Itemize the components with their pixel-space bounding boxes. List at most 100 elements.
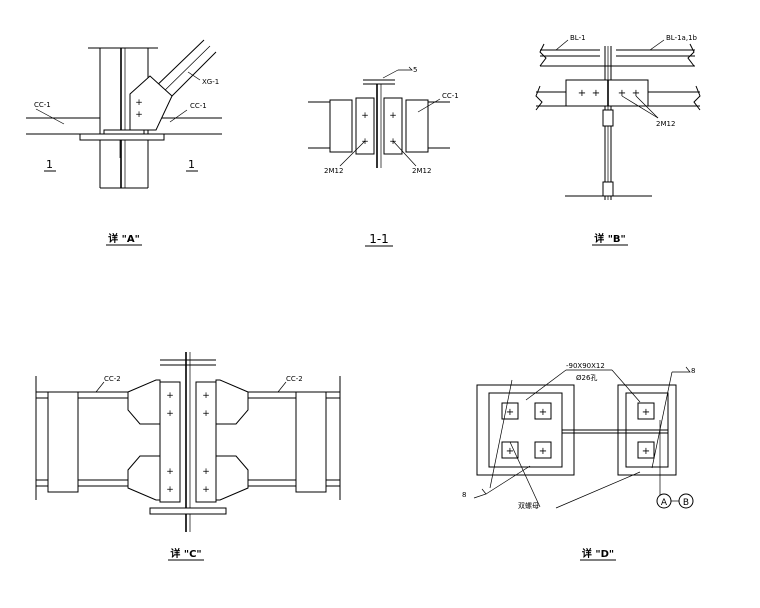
section-1-1: + + + + 2M12 2M12 CC-1 5 1-1: [308, 66, 459, 247]
label-plate: -90X90X12: [566, 362, 605, 370]
label-bolt-left: 2M12: [324, 167, 343, 175]
axis-label-b: B: [683, 498, 689, 508]
bolt-mark: +: [632, 88, 640, 99]
leader-brace: [187, 71, 201, 81]
bolt-mark: +: [202, 485, 210, 495]
caption-detail-d: 详 "D": [582, 547, 614, 560]
gusset-top-right: [215, 379, 249, 425]
brace-edge: [163, 51, 217, 105]
bolt-mark: +: [202, 467, 210, 477]
leader-bolt-right: [392, 140, 417, 167]
end-plate-right: [405, 99, 429, 153]
bolt-mark: +: [389, 111, 397, 121]
detail-d: + + + + + + A B -90X90X12 Ø26孔: [462, 362, 695, 561]
bolt-mark: +: [135, 98, 143, 108]
clip-angle-left: [159, 381, 181, 503]
bolt-mark: +: [166, 467, 174, 477]
cut-mark-right: 1: [188, 158, 195, 171]
label-hole: Ø26孔: [576, 374, 597, 382]
caption-detail-a: 详 "A": [108, 232, 140, 245]
beam-end-block-right: [295, 391, 327, 493]
bolt-mark: +: [166, 409, 174, 419]
label-weld-right: 8: [691, 367, 695, 375]
label-brace: XG-1: [202, 78, 219, 86]
gusset-plate: [129, 75, 173, 131]
label-bolt: 2M12: [656, 120, 675, 128]
seat-plate: [79, 133, 165, 141]
bolt-mark: +: [578, 88, 586, 99]
leader-beam-left: [555, 39, 569, 51]
washer-plate: [637, 402, 655, 420]
washer-plate: [501, 402, 519, 420]
weld-leader-right: [651, 371, 673, 469]
anchor-bolt-mark: +: [506, 407, 514, 418]
base-plate: [149, 507, 227, 515]
bolt-mark: +: [389, 137, 397, 147]
bolt-mark: +: [361, 111, 369, 121]
web-stiffener: [602, 109, 614, 127]
label-beam-left: BL-1: [570, 34, 586, 42]
axis-label-a: A: [661, 498, 668, 508]
label-bolt-right: 2M12: [412, 167, 431, 175]
base-plate-outer-left: [476, 384, 575, 476]
anchor-bolt-mark: +: [539, 446, 547, 457]
gusset-bottom-left: [127, 455, 161, 501]
label-weld: 5: [413, 66, 417, 74]
weld-flag-left: [473, 488, 487, 499]
weld-leader-left: [485, 465, 531, 495]
washer-plate: [534, 441, 552, 459]
bolt-mark: +: [202, 409, 210, 419]
anchor-bolt-mark: +: [642, 407, 650, 418]
leader-cc: [417, 98, 441, 113]
bolt-mark: +: [618, 88, 626, 99]
weld-symbol: [398, 66, 413, 71]
label-cc-right: CC-1: [190, 102, 207, 110]
gusset-bottom-right: [215, 455, 249, 501]
splice-plate: [565, 79, 649, 107]
label-weld-left: 8: [462, 491, 466, 499]
caption-detail-b: 详 "B": [594, 232, 626, 245]
leader-weld: [382, 69, 399, 79]
plate-leader: [611, 369, 641, 403]
brace-edge: [149, 39, 205, 93]
label-beam-right: BL-1a,1b: [666, 34, 698, 42]
label-cc: CC-1: [442, 92, 459, 100]
break-line: [687, 43, 695, 67]
gusset-top-left: [127, 379, 161, 425]
washer-plate: [637, 441, 655, 459]
leader-bolt: [621, 95, 659, 119]
leader-bolt: [635, 95, 659, 119]
clip-angle-right: [383, 97, 403, 155]
brace-center: [156, 45, 211, 99]
leader-beam-right: [649, 39, 665, 51]
detail-c: + + + + + + + + CC-2 CC-2 详 "C": [35, 352, 341, 561]
detail-a: + + CC-1 CC-1 XG-1 1 1 详 "A": [26, 39, 222, 246]
bolt-mark: +: [166, 391, 174, 401]
break-line: [693, 85, 701, 111]
washer-plate: [534, 402, 552, 420]
bolt-mark: +: [166, 485, 174, 495]
bolt-mark: +: [361, 137, 369, 147]
beam-end-block-left: [47, 391, 79, 493]
label-cc-right: CC-2: [286, 375, 303, 383]
label-cc-left: CC-2: [104, 375, 121, 383]
web-stiffener: [602, 181, 614, 197]
detail-b: + + + + BL-1 BL-1a,1b 2M12 详 "B": [535, 34, 701, 246]
leader-cc-left: [35, 108, 65, 125]
weld-leader-left: [489, 379, 513, 489]
anchor-bolt-mark: +: [506, 446, 514, 457]
caption-detail-c: 详 "C": [170, 547, 201, 560]
anchor-bolt-mark: +: [642, 446, 650, 457]
end-plate-left: [329, 99, 353, 153]
leader-bolt-left: [339, 140, 366, 167]
label-nut: 双螺母: [518, 501, 539, 510]
bolt-mark: +: [592, 88, 600, 99]
label-cc-left: CC-1: [34, 101, 51, 109]
clip-angle-right: [195, 381, 217, 503]
nut-leader: [509, 441, 541, 508]
plate-leader: [525, 369, 567, 401]
leader-cc-left: [95, 381, 105, 393]
nut-leader: [555, 471, 641, 509]
anchor-bolt-mark: +: [539, 407, 547, 418]
break-line: [535, 85, 543, 111]
